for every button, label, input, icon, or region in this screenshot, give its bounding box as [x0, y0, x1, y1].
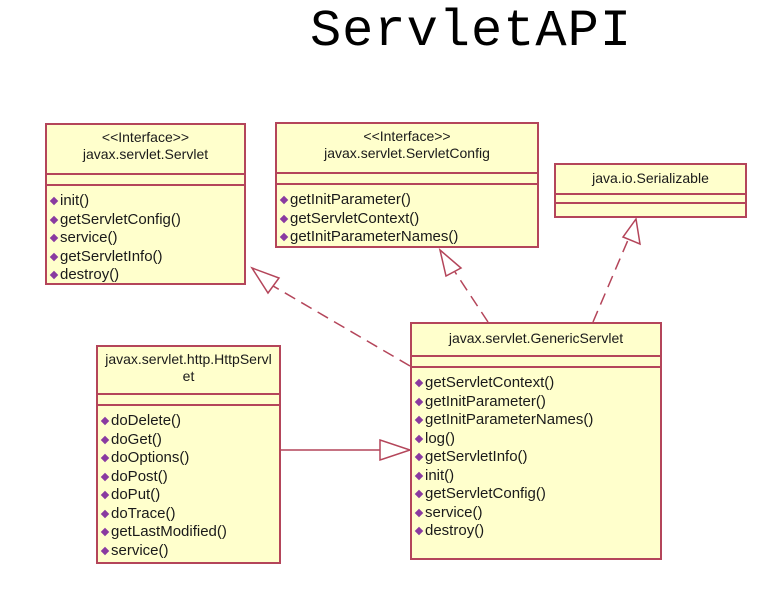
operation: getServletContext() [414, 374, 658, 393]
attributes-compartment [98, 395, 279, 406]
operation: doPost() [100, 468, 277, 487]
method-icon [100, 472, 110, 481]
method-icon [100, 417, 110, 426]
method-icon [414, 453, 424, 462]
realization-generic-to-serializable [592, 239, 629, 323]
attributes-compartment [412, 357, 660, 368]
realization-generic-to-servlet [267, 282, 411, 367]
operation: getServletConfig() [49, 211, 242, 230]
class-header: javax.servlet.http.HttpServlet [98, 347, 279, 395]
operation: service() [100, 542, 277, 561]
attributes-compartment [277, 174, 537, 185]
arrowhead-servlet [250, 266, 281, 295]
operation: getInitParameter() [414, 393, 658, 412]
arrowhead-generic [379, 438, 413, 462]
stereotype-label: <<Interface>> [101, 129, 190, 145]
method-icon [100, 528, 110, 537]
class-serializable[interactable]: java.io.Serializable [554, 163, 747, 218]
method-icon [279, 214, 289, 223]
operations-compartment: getInitParameter() getServletContext() g… [277, 185, 537, 249]
class-name: javax.servlet.GenericServlet [448, 330, 624, 346]
class-name: javax.servlet.ServletConfig [324, 145, 490, 161]
method-icon [414, 508, 424, 517]
operation: doTrace() [100, 505, 277, 524]
method-icon [49, 252, 59, 261]
attributes-compartment [47, 175, 244, 186]
operation: doDelete() [100, 412, 277, 431]
method-icon [49, 197, 59, 206]
operation: getServletInfo() [414, 448, 658, 467]
method-icon [414, 490, 424, 499]
operation: destroy() [49, 266, 242, 285]
operation: getServletConfig() [414, 485, 658, 504]
operation: log() [414, 430, 658, 449]
method-icon [414, 527, 424, 536]
class-header: java.io.Serializable [556, 165, 745, 195]
operation: getInitParameterNames() [414, 411, 658, 430]
method-icon [49, 234, 59, 243]
operation: doOptions() [100, 449, 277, 468]
method-icon [414, 471, 424, 480]
method-icon [279, 233, 289, 242]
class-servlet[interactable]: <<Interface>> javax.servlet.Servlet init… [45, 123, 246, 285]
operations-compartment: init() getServletConfig() service() getS… [47, 186, 244, 287]
class-header: <<Interface>> javax.servlet.ServletConfi… [277, 124, 537, 174]
stereotype-label: <<Interface>> [363, 128, 451, 144]
method-icon [100, 454, 110, 463]
operations-compartment: doDelete() doGet() doOptions() doPost() … [98, 406, 279, 562]
method-icon [100, 546, 110, 555]
operation: doGet() [100, 431, 277, 450]
method-icon [414, 397, 424, 406]
class-http-servlet[interactable]: javax.servlet.http.HttpServlet doDelete(… [96, 345, 281, 564]
method-icon [100, 435, 110, 444]
operation: service() [414, 504, 658, 523]
operations-compartment: getServletContext() getInitParameter() g… [412, 368, 660, 543]
class-servlet-config[interactable]: <<Interface>> javax.servlet.ServletConfi… [275, 122, 539, 248]
operation: getServletInfo() [49, 248, 242, 267]
method-icon [100, 491, 110, 500]
operation: init() [414, 467, 658, 486]
class-header: <<Interface>> javax.servlet.Servlet [47, 125, 244, 175]
method-icon [49, 271, 59, 280]
method-icon [279, 196, 289, 205]
class-name: javax.servlet.http.HttpServlet [105, 351, 272, 384]
operation: init() [49, 192, 242, 211]
method-icon [414, 416, 424, 425]
operation: doPut() [100, 486, 277, 505]
arrowhead-serializable [621, 217, 641, 246]
operation: getInitParameter() [279, 191, 535, 210]
operation: getInitParameterNames() [279, 228, 535, 247]
operation: getServletContext() [279, 210, 535, 229]
class-generic-servlet[interactable]: javax.servlet.GenericServlet getServletC… [410, 322, 662, 560]
class-header: javax.servlet.GenericServlet [412, 324, 660, 357]
method-icon [100, 509, 110, 518]
arrowhead-servletconfig [438, 247, 463, 278]
method-icon [414, 434, 424, 443]
operation: getLastModified() [100, 523, 277, 542]
class-name: java.io.Serializable [592, 170, 709, 186]
class-name: javax.servlet.Servlet [82, 146, 209, 162]
method-icon [49, 215, 59, 224]
attributes-compartment [556, 195, 745, 204]
diagram-title: ServletAPI [309, 2, 633, 61]
operation: service() [49, 229, 242, 248]
realization-generic-to-servletconfig [454, 271, 489, 323]
operation: destroy() [414, 522, 658, 541]
method-icon [414, 379, 424, 388]
